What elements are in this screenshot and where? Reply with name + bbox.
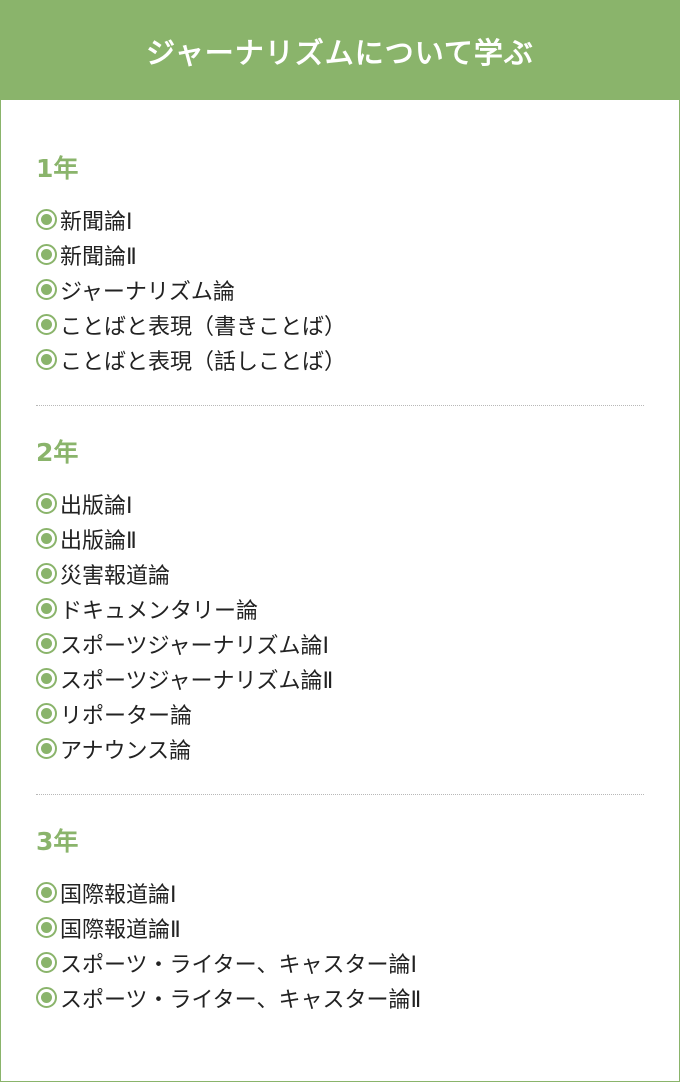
- course-label: スポーツジャーナリズム論Ⅱ: [60, 668, 334, 694]
- course-item: 新聞論Ⅱ: [36, 237, 644, 272]
- section-divider: [36, 405, 644, 406]
- course-label: ことばと表現（書きことば）: [60, 314, 347, 340]
- circle-bullet-icon: [36, 493, 57, 514]
- course-label: アナウンス論: [60, 738, 192, 764]
- course-item: 出版論Ⅱ: [36, 521, 644, 556]
- course-label: スポーツ・ライター、キャスター論Ⅱ: [60, 987, 422, 1013]
- circle-bullet-icon: [36, 598, 57, 619]
- course-label: ドキュメンタリー論: [60, 598, 259, 624]
- year-heading: 1年: [36, 154, 79, 183]
- circle-bullet-icon: [36, 882, 57, 903]
- course-item: ことばと表現（話しことば）: [36, 342, 644, 377]
- card-title: ジャーナリズムについて学ぶ: [146, 35, 534, 70]
- course-label: 災害報道論: [60, 563, 171, 589]
- circle-bullet-icon: [36, 528, 57, 549]
- course-item: 国際報道論Ⅱ: [36, 910, 644, 945]
- year-heading: 2年: [36, 438, 79, 467]
- circle-bullet-icon: [36, 987, 57, 1008]
- course-item: スポーツ・ライター、キャスター論Ⅱ: [36, 980, 644, 1015]
- course-item: アナウンス論: [36, 731, 644, 766]
- course-label: 国際報道論Ⅱ: [60, 917, 181, 943]
- circle-bullet-icon: [36, 917, 57, 938]
- course-label: ことばと表現（話しことば）: [60, 349, 347, 375]
- course-item: スポーツ・ライター、キャスター論Ⅰ: [36, 945, 644, 980]
- circle-bullet-icon: [36, 209, 57, 230]
- circle-bullet-icon: [36, 738, 57, 759]
- course-list: 国際報道論Ⅰ 国際報道論Ⅱ スポーツ・ライター、キャスター論Ⅰ スポーツ・ライタ…: [36, 875, 644, 1015]
- circle-bullet-icon: [36, 952, 57, 973]
- course-item: 災害報道論: [36, 556, 644, 591]
- card-header: ジャーナリズムについて学ぶ: [1, 1, 679, 100]
- course-item: 国際報道論Ⅰ: [36, 875, 644, 910]
- circle-bullet-icon: [36, 668, 57, 689]
- circle-bullet-icon: [36, 633, 57, 654]
- course-item: 新聞論Ⅰ: [36, 202, 644, 237]
- year-section-3: 3年 国際報道論Ⅰ 国際報道論Ⅱ スポーツ・ライター、キャスター論Ⅰ スポーツ・…: [36, 795, 644, 1015]
- year-section-1: 1年 新聞論Ⅰ 新聞論Ⅱ ジャーナリズム論 ことばと表現（書きことば） ことばと…: [36, 100, 644, 405]
- circle-bullet-icon: [36, 244, 57, 265]
- course-label: 新聞論Ⅱ: [60, 244, 137, 270]
- section-divider: [36, 794, 644, 795]
- year-heading: 3年: [36, 827, 79, 856]
- course-item: 出版論Ⅰ: [36, 486, 644, 521]
- course-label: 出版論Ⅰ: [60, 493, 133, 519]
- course-item: ことばと表現（書きことば）: [36, 307, 644, 342]
- course-label: 国際報道論Ⅰ: [60, 882, 177, 908]
- course-item: ジャーナリズム論: [36, 272, 644, 307]
- course-label: 新聞論Ⅰ: [60, 209, 133, 235]
- circle-bullet-icon: [36, 563, 57, 584]
- course-label: スポーツジャーナリズム論Ⅰ: [60, 633, 329, 659]
- course-label: 出版論Ⅱ: [60, 528, 137, 554]
- circle-bullet-icon: [36, 279, 57, 300]
- year-section-2: 2年 出版論Ⅰ 出版論Ⅱ 災害報道論 ドキュメンタリー論 スポーツジャーナリズム…: [36, 406, 644, 794]
- course-list: 新聞論Ⅰ 新聞論Ⅱ ジャーナリズム論 ことばと表現（書きことば） ことばと表現（…: [36, 202, 644, 377]
- course-list: 出版論Ⅰ 出版論Ⅱ 災害報道論 ドキュメンタリー論 スポーツジャーナリズム論Ⅰ …: [36, 486, 644, 766]
- card-body: 1年 新聞論Ⅰ 新聞論Ⅱ ジャーナリズム論 ことばと表現（書きことば） ことばと…: [1, 100, 679, 1015]
- course-label: スポーツ・ライター、キャスター論Ⅰ: [60, 952, 417, 978]
- circle-bullet-icon: [36, 703, 57, 724]
- course-label: リポーター論: [60, 703, 193, 729]
- course-label: ジャーナリズム論: [60, 279, 235, 305]
- circle-bullet-icon: [36, 314, 57, 335]
- course-item: スポーツジャーナリズム論Ⅰ: [36, 626, 644, 661]
- course-item: スポーツジャーナリズム論Ⅱ: [36, 661, 644, 696]
- course-item: リポーター論: [36, 696, 644, 731]
- circle-bullet-icon: [36, 349, 57, 370]
- course-item: ドキュメンタリー論: [36, 591, 644, 626]
